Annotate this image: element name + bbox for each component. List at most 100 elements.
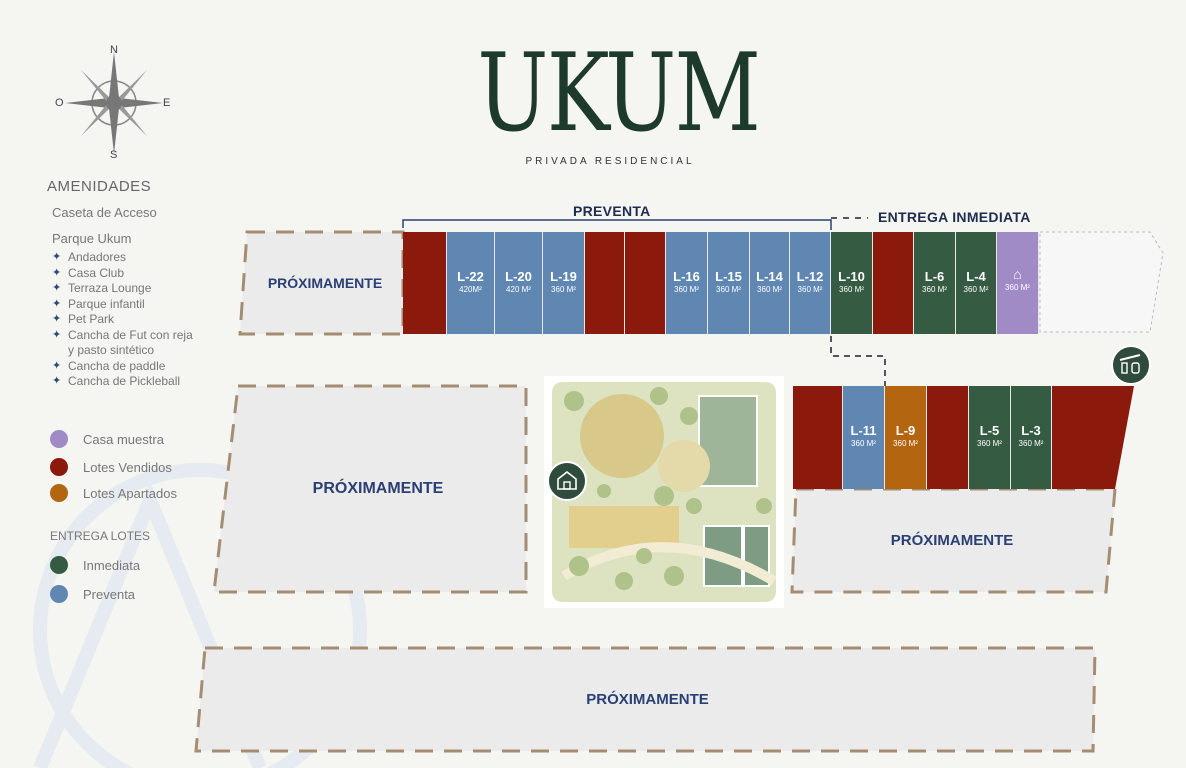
soon-label: PRÓXIMAMENTE	[586, 691, 709, 708]
list-item: ✦Cancha de Pickleball	[52, 374, 181, 388]
delivery-title: ENTREGA LOTES	[50, 529, 151, 543]
legend-lotes-vendidos: Lotes Vendidos	[50, 458, 172, 476]
lot-area: 360 M²	[851, 439, 876, 448]
entrega-label: ENTREGA INMEDIATA	[878, 209, 1031, 225]
lot-tile[interactable]	[873, 232, 914, 334]
legend-lotes-apartados: Lotes Apartados	[50, 484, 177, 502]
lot-id: L-6	[924, 269, 945, 284]
lot-id: L-11	[850, 423, 877, 438]
lot-id: L-9	[895, 423, 916, 438]
house-icon: ⌂	[1013, 266, 1022, 282]
lot-id: L-3	[1021, 423, 1041, 438]
lot-id: L-5	[979, 423, 1000, 438]
compass-east: E	[163, 97, 171, 109]
lot-area: 360 M²	[1005, 283, 1030, 292]
park-map[interactable]	[544, 376, 784, 608]
star-icon: ✦	[52, 328, 62, 341]
list-item: y pasto sintético	[68, 343, 155, 357]
preventa-label: PREVENTA	[573, 203, 651, 219]
legend-caseta: Caseta de Acceso	[52, 205, 157, 220]
list-item: ✦Parque infantil	[52, 296, 145, 311]
lot-area: 360 M²	[977, 439, 1002, 448]
star-icon: ✦	[52, 297, 62, 310]
lot-tile[interactable]	[585, 232, 625, 334]
lot-id: L-14	[756, 269, 783, 284]
compass-rose: N S E O	[55, 42, 175, 164]
lot-id: L-19	[550, 269, 577, 284]
legend-parque: Parque Ukum	[52, 231, 132, 246]
lot-area: 360 M²	[963, 285, 989, 294]
compass-south: S	[110, 149, 118, 161]
color-swatch	[50, 556, 68, 574]
list-item: ✦Pet Park	[52, 312, 115, 326]
compass-icon	[65, 52, 163, 154]
lot-area: 360 M²	[839, 285, 864, 294]
brand-logo: UKUM PRIVADA RESIDENCIAL	[440, 40, 780, 180]
lot-id: L-15	[715, 269, 742, 284]
brand-subtitle: PRIVADA RESIDENCIAL	[525, 156, 695, 167]
lot-area: 360 M²	[716, 285, 741, 294]
brand-title: UKUM	[477, 31, 761, 156]
lot-area: 360 M²	[551, 285, 576, 294]
lot-area: 420M²	[459, 285, 482, 294]
club-house-icon[interactable]	[547, 461, 587, 501]
lot-area: 360 M²	[893, 439, 918, 448]
color-swatch	[50, 430, 68, 448]
lot-id: L-4	[966, 269, 986, 284]
list-item: ✦Cancha de Fut con reja	[52, 327, 193, 342]
star-icon: ✦	[52, 313, 62, 325]
lot-tile[interactable]	[793, 386, 843, 489]
star-icon: ✦	[52, 282, 62, 294]
lot-id: L-10	[838, 269, 865, 284]
lot-tile[interactable]: ⌂360 M²	[997, 232, 1039, 334]
legend-casa-muestra: Casa muestra	[50, 430, 164, 448]
star-icon: ✦	[52, 375, 62, 387]
soon-label: PRÓXIMAMENTE	[890, 532, 1014, 549]
lot-tile[interactable]	[625, 232, 666, 334]
lot-area: 360 M²	[922, 285, 947, 294]
lot-tile[interactable]	[927, 386, 969, 489]
lot-tile[interactable]	[403, 232, 447, 334]
lot-area: 360 M²	[797, 285, 823, 294]
list-item: ✦Cancha de paddle	[52, 358, 166, 373]
soon-label: PRÓXIMAMENTE	[312, 480, 444, 497]
lot-id: L-16	[673, 269, 700, 284]
lot-id: L-12	[796, 269, 824, 284]
lot-area: 420 M²	[506, 285, 531, 294]
star-icon: ✦	[52, 251, 62, 263]
compass-north: N	[110, 44, 118, 56]
soon-label: PRÓXIMAMENTE	[267, 275, 383, 291]
star-icon: ✦	[52, 359, 62, 372]
access-gate-icon[interactable]	[1111, 345, 1151, 385]
lot-area: 360 M²	[757, 285, 782, 294]
color-swatch	[50, 585, 68, 603]
color-swatch	[50, 484, 68, 502]
color-swatch	[50, 458, 68, 476]
legend-inmediata: Inmediata	[50, 556, 140, 574]
amenities-list: ✦Andadores ✦Casa Club ✦Terraza Lounge ✦P…	[52, 250, 232, 390]
list-item: ✦Casa Club	[52, 265, 125, 280]
list-item: ✦Terraza Lounge	[52, 281, 152, 295]
star-icon: ✦	[52, 266, 62, 279]
lot-area: 360 M²	[1018, 439, 1044, 448]
lot-id: L-20	[505, 269, 532, 284]
lot-area: 360 M²	[674, 285, 699, 294]
list-item: ✦Andadores	[52, 250, 127, 264]
amenities-title: AMENIDADES	[47, 178, 152, 195]
lot-id: L-22	[457, 269, 484, 284]
